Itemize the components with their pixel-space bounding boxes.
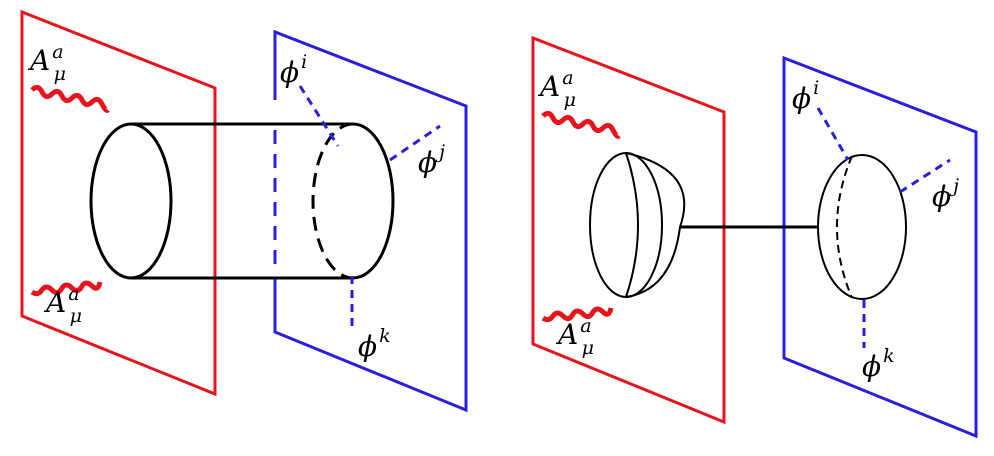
right-gauge-wiggle-bottom: [541, 306, 614, 323]
left-gauge-plane: [20, 9, 217, 397]
left-gauge-wiggles: [30, 84, 110, 297]
left-matter-plane: [273, 29, 468, 413]
right-gauge-wiggles: [541, 110, 621, 323]
right-scalar-line-i: [816, 107, 850, 161]
right-scalar-line-j: [899, 158, 951, 194]
right-left-hemisphere: [589, 152, 686, 298]
left-gauge-wiggle-bottom: [30, 280, 103, 297]
left-scalar-line-i: [298, 85, 340, 147]
left-tube: [89, 122, 395, 280]
left-gauge-wiggle-top: [30, 84, 110, 113]
right-matter-plane: [782, 55, 978, 439]
left-scalar-line-j: [389, 124, 441, 162]
right-scalar-lines: [816, 107, 951, 348]
left-scalar-lines: [298, 85, 441, 326]
right-gauge-plane: [531, 35, 726, 425]
left-tube-front-cap: [89, 122, 173, 280]
right-right-hemisphere: [817, 154, 907, 300]
right-gauge-wiggle-top: [541, 110, 621, 139]
